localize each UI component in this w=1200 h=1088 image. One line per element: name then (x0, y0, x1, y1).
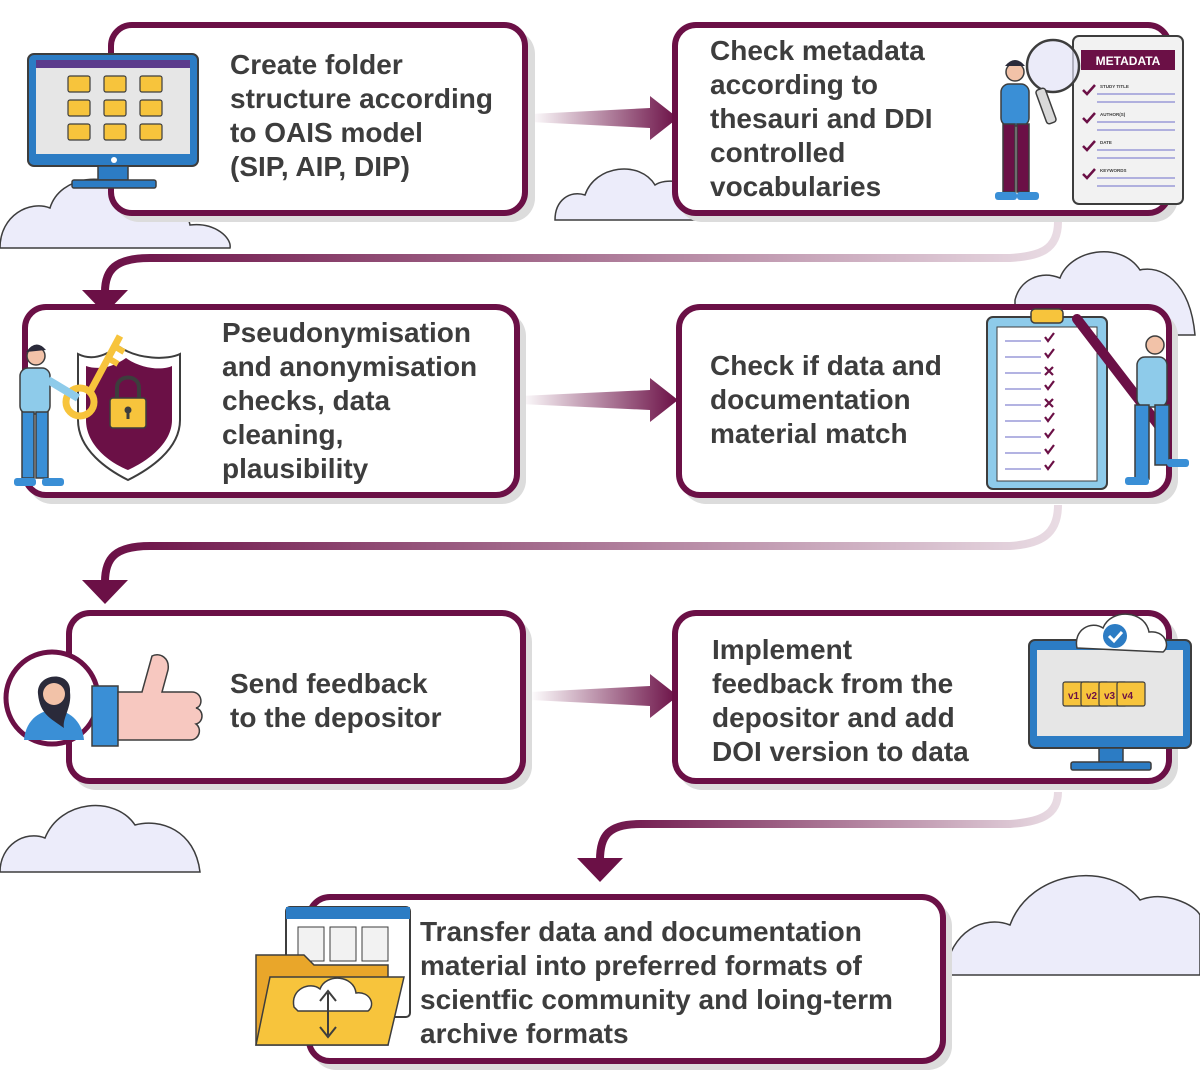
connector-4-to-5 (82, 504, 1062, 604)
metadata-clipboard-icon: METADATA STUDY TITLE AUTHOR(S) DATE KEYW… (995, 35, 1184, 205)
arrow-1-to-2 (530, 96, 678, 140)
metadata-field-label: KEYWORDS (1100, 168, 1127, 173)
step-7-box (306, 894, 946, 1064)
connector-6-to-7 (577, 791, 1062, 882)
version-label: v2 (1086, 691, 1098, 702)
versioned-folders-icon: v1 v2 v3 v4 (1028, 613, 1192, 771)
step-2-label: Check metadata according to thesauri and… (710, 35, 933, 202)
connector-2-to-3 (82, 221, 1062, 314)
metadata-field-label: STUDY TITLE (1100, 84, 1129, 89)
step-4-label: Check if data and documentation material… (710, 350, 942, 449)
version-label: v4 (1122, 691, 1134, 702)
step-5-label: Send feedback to the depositor (230, 668, 442, 733)
checklist-icon (986, 308, 1189, 490)
step-3-label: Pseudonymisation and anonymisation check… (222, 317, 478, 484)
version-label: v1 (1068, 691, 1080, 702)
key-shield-icon (14, 334, 181, 486)
cloud-folder-icon (255, 906, 411, 1046)
arrow-3-to-4 (520, 378, 678, 422)
metadata-field-label: AUTHOR(S) (1100, 112, 1126, 117)
computer-folders-icon (27, 53, 199, 189)
step-1-label: Create folder structure according to OAI… (230, 49, 493, 182)
metadata-label: METADATA (1096, 54, 1161, 68)
thumbs-up-icon (3, 649, 203, 747)
step-7-label: Transfer data and documentation material… (420, 916, 893, 1049)
metadata-field-label: DATE (1100, 140, 1112, 145)
step-6-label: Implement feedback from the depositor an… (712, 634, 969, 767)
version-label: v3 (1104, 691, 1116, 702)
arrow-5-to-6 (530, 674, 678, 718)
